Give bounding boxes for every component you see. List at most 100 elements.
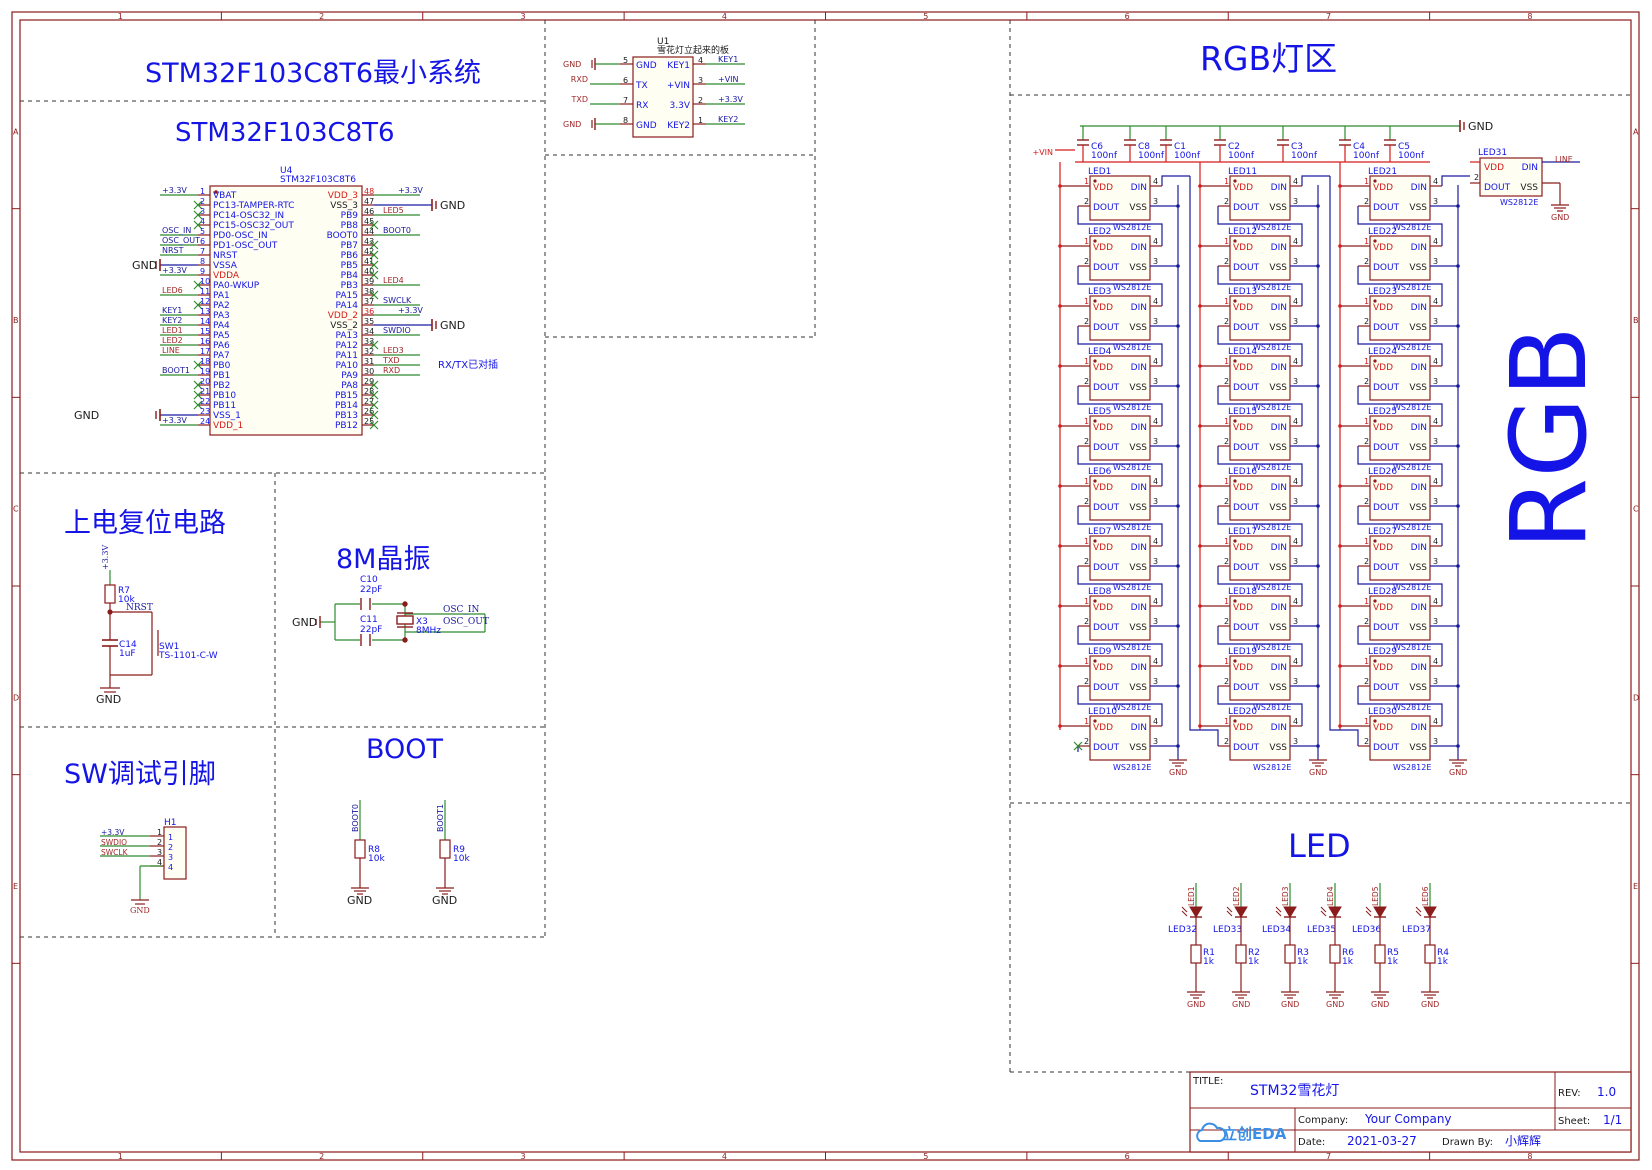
pin-name: PB5 — [341, 261, 358, 271]
mcu-u4: U4 STM32F103C8T6 VBAT1+3.3VPC13-TAMPER-R… — [74, 166, 498, 436]
pin-num: 3 — [1293, 317, 1298, 326]
pin-num: 46 — [364, 207, 374, 216]
pin-num: 2 — [1364, 257, 1369, 266]
resistor-body — [1374, 944, 1386, 964]
pin-num: 3 — [200, 207, 205, 216]
pin-vdd: VDD — [1093, 423, 1113, 433]
pin-num: 26 — [364, 407, 374, 416]
led-diode-icon — [1328, 906, 1342, 918]
pin-num: 20 — [200, 377, 210, 386]
no-connect-mark — [369, 250, 379, 260]
led-part: WS2812E — [1500, 198, 1538, 207]
pin1-dot — [1233, 179, 1237, 183]
chain-wire — [1217, 566, 1303, 606]
led-part: WS2812E — [1113, 643, 1151, 652]
pin-num: 22 — [200, 397, 210, 406]
pin-vdd: VDD — [1093, 543, 1113, 553]
resistor-body — [354, 839, 366, 859]
pin-num: 1 — [1084, 477, 1089, 486]
led-part: WS2812E — [1113, 343, 1151, 352]
pin-name: PB6 — [341, 251, 359, 261]
ws2812e-body — [1089, 175, 1151, 221]
junction — [1176, 204, 1180, 208]
pin-num: 3 — [1293, 437, 1298, 446]
res-ref: R9 — [453, 845, 465, 855]
pin-num: 3 — [1153, 317, 1158, 326]
junction — [1176, 744, 1180, 748]
net-label: +3.3V — [162, 266, 187, 275]
ws2812e-body — [1229, 655, 1291, 701]
gnd-label: GND — [440, 199, 465, 212]
pin-din: DIN — [1271, 723, 1287, 733]
crystal-c1-val: 22pF — [360, 585, 382, 595]
junction — [1176, 384, 1180, 388]
pin1-dot — [1373, 719, 1377, 723]
pin1-dot — [1233, 659, 1237, 663]
pin-num: 3 — [1433, 497, 1438, 506]
rgb-section-title: RGB灯区 — [1200, 39, 1337, 78]
resistor-body — [1424, 944, 1436, 964]
row-label: A — [1633, 127, 1639, 136]
pin1-dot — [1233, 539, 1237, 543]
no-connect-mark — [193, 390, 203, 400]
pin-name: GND — [636, 121, 657, 131]
net-label: BOOT0 — [351, 804, 360, 832]
net-label: +3.3V — [718, 95, 743, 104]
pin-num: 1 — [1364, 177, 1369, 186]
led-part: WS2812E — [1393, 643, 1431, 652]
pin1-dot — [1233, 419, 1237, 423]
pin-num: 15 — [200, 327, 210, 336]
chain-wire — [1077, 446, 1163, 486]
net-label: +3.3V — [162, 416, 187, 425]
indicator-leds: LED1LED32R11kGNDLED2LED33R21kGNDLED3LED3… — [1168, 883, 1449, 1009]
pin-dout: DOUT — [1093, 263, 1120, 273]
mcu-left-pins: VBAT1+3.3VPC13-TAMPER-RTC2PC14-OSC32_IN3… — [74, 186, 294, 431]
pin-name: PB13 — [335, 411, 358, 421]
led-part: WS2812E — [1393, 583, 1431, 592]
pin-din: DIN — [1411, 183, 1427, 193]
title-label: TITLE: — [1192, 1076, 1223, 1087]
reset-section-title: 上电复位电路 — [64, 508, 226, 539]
pin-num-inner: 3 — [168, 853, 173, 862]
ws2812e-body — [1089, 595, 1151, 641]
ws2812e-body — [1229, 235, 1291, 281]
crystal-net-out: OSC_OUT — [443, 617, 489, 627]
emit-arrow-icon — [1275, 906, 1282, 917]
pin-num: 18 — [200, 357, 210, 366]
gnd-label: GND — [132, 259, 157, 272]
pin-num: 2 — [1224, 317, 1229, 326]
pin-vss: VSS — [1129, 563, 1147, 573]
junction — [1198, 664, 1202, 668]
header-body — [163, 826, 187, 880]
pin-dout: DOUT — [1373, 503, 1400, 513]
chain-wire — [1077, 386, 1163, 426]
row-label: C — [13, 505, 19, 514]
pin-name: PC14-OSC32_IN — [213, 211, 284, 221]
pin1-dot — [1373, 299, 1377, 303]
pin-vss: VSS — [1409, 563, 1427, 573]
pin-din: DIN — [1271, 663, 1287, 673]
led-ref: LED7 — [1088, 527, 1111, 537]
net-label: LED4 — [1326, 886, 1335, 906]
pin-num: 2 — [1084, 257, 1089, 266]
pin-vdd: VDD — [1373, 483, 1393, 493]
pin-num: 2 — [1364, 377, 1369, 386]
pin-num: 1 — [1364, 597, 1369, 606]
net-label: TXD — [570, 95, 588, 104]
pin-num: 35 — [364, 317, 374, 326]
pin-num: 3 — [1293, 197, 1298, 206]
res-val: 1k — [1248, 957, 1260, 967]
ws2812e-body — [1369, 595, 1431, 641]
pin-num: 2 — [1084, 197, 1089, 206]
led-ref: LED27 — [1368, 527, 1397, 537]
ws2812e-body — [1089, 355, 1151, 401]
pin-vss: VSS — [1129, 263, 1147, 273]
pin1-dot — [1093, 239, 1097, 243]
col-label: 2 — [319, 1152, 324, 1161]
pin-vdd: VDD — [1233, 483, 1253, 493]
